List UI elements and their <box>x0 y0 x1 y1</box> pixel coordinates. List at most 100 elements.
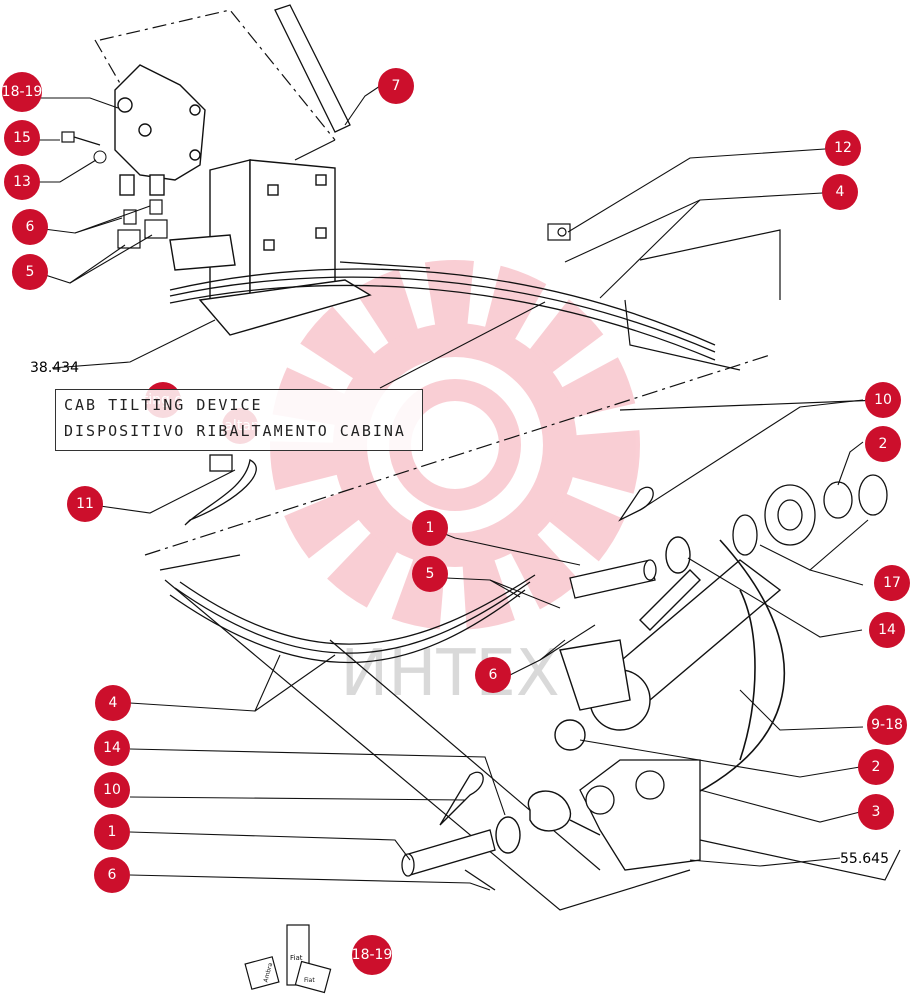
callout-label: 18-19 <box>2 84 43 100</box>
callout-marker-icon <box>94 857 130 893</box>
callout-label: 6 <box>489 667 498 683</box>
callout-4-top: 4 <box>822 174 858 210</box>
cable-eye <box>527 790 601 836</box>
callout-7: 7 <box>378 68 414 104</box>
callout-marker-icon <box>378 68 414 104</box>
hydraulic-pump <box>114 64 206 196</box>
callout-14-right: 14 <box>869 612 905 648</box>
hose-bundle-top <box>169 261 716 361</box>
callout-2-low: 2 <box>858 749 894 785</box>
callout-11: 11 <box>67 486 103 522</box>
callout-marker-icon <box>94 730 130 766</box>
callout-label: 11 <box>76 496 94 512</box>
callout-marker-icon <box>822 174 858 210</box>
callout-label: 12 <box>834 140 852 156</box>
watermark-text: ИНТЕХ <box>340 637 559 711</box>
washer-13 <box>93 150 107 164</box>
callout-label: 2 <box>879 436 888 452</box>
callout-15: 15 <box>4 120 40 156</box>
callout-13: 13 <box>4 164 40 200</box>
rod-7 <box>274 4 351 133</box>
callout-label: 18-19 <box>352 947 393 963</box>
callout-label: 4 <box>836 184 845 200</box>
callout-label: 10 <box>103 782 121 798</box>
bracket-lower <box>579 759 701 871</box>
callout-marker-icon <box>352 935 392 975</box>
callout-label: 17 <box>883 575 901 591</box>
callout-6-low: 6 <box>94 857 130 893</box>
callout-marker-icon <box>4 120 40 156</box>
callout-label: 14 <box>103 740 121 756</box>
callout-marker-icon <box>825 130 861 166</box>
oil-label-3: Fiat <box>304 977 315 984</box>
callout-6-top: 6 <box>12 209 48 245</box>
ref-55645: 55.645 <box>840 851 889 867</box>
callout-1-mid: 1 <box>412 510 448 546</box>
oil-label-2: Fiat <box>290 954 303 962</box>
callout-label: 9-18 <box>871 717 903 733</box>
ref-38434: 38.434 <box>30 360 79 376</box>
callout-label: 4 <box>109 695 118 711</box>
callout-label: 14 <box>878 622 896 638</box>
callout-label: 6 <box>108 867 117 883</box>
leader-lines <box>35 85 869 891</box>
callout-marker-icon <box>867 705 907 745</box>
callout-marker-icon <box>12 254 48 290</box>
callout-4-left: 4 <box>95 685 131 721</box>
oil-container-icon <box>244 924 332 994</box>
oil-label-1: Ambra <box>262 962 274 983</box>
callout-12: 12 <box>825 130 861 166</box>
pin-1-low <box>401 829 496 891</box>
callout-18-19-bottom: 18-19 <box>352 935 393 975</box>
callout-marker-icon <box>412 556 448 592</box>
callout-3: 3 <box>858 794 894 830</box>
clamp-12 <box>547 223 571 241</box>
bolt-15 <box>61 131 101 146</box>
callout-label: 5 <box>26 264 35 280</box>
callout-10-right: 10 <box>865 382 901 418</box>
callout-label: 1 <box>108 824 117 840</box>
callout-label: 15 <box>13 130 31 146</box>
callout-marker-icon <box>865 426 901 462</box>
callout-marker-icon <box>858 794 894 830</box>
callout-label: 7 <box>392 78 401 94</box>
callout-label: 3 <box>872 804 881 820</box>
callout-1-low: 1 <box>94 814 130 850</box>
callout-5-mid: 5 <box>412 556 448 592</box>
callout-6-mid: 6 <box>475 657 511 693</box>
callout-18-19-right: 9-18 <box>867 705 907 745</box>
callout-marker-icon <box>869 612 905 648</box>
callout-marker-icon <box>412 510 448 546</box>
callout-18-19-top: 18-19 <box>2 72 43 112</box>
callout-10-left: 10 <box>94 772 130 808</box>
callout-5-top: 5 <box>12 254 48 290</box>
callout-marker-icon <box>858 749 894 785</box>
pump-bracket <box>169 159 372 336</box>
callout-label: 5 <box>426 566 435 582</box>
callout-label: 2 <box>872 759 881 775</box>
callout-marker-icon <box>12 209 48 245</box>
washer-14 <box>495 536 691 854</box>
caption-box: CAB TILTING DEVICE DISPOSITIVO RIBALTAME… <box>55 389 423 451</box>
pin-1-mid <box>569 559 657 599</box>
callout-marker-icon <box>67 486 103 522</box>
callout-marker-icon <box>4 164 40 200</box>
callout-14-left: 14 <box>94 730 130 766</box>
caption-english: CAB TILTING DEVICE <box>64 396 263 414</box>
bearing-17 <box>732 474 888 556</box>
callout-marker-icon <box>94 814 130 850</box>
callout-17: 17 <box>874 565 910 601</box>
hose-bundle-bottom <box>169 574 536 663</box>
callout-marker-icon <box>475 657 511 693</box>
clip-11 <box>184 454 257 526</box>
callout-label: 6 <box>26 219 35 235</box>
callout-label: 1 <box>426 520 435 536</box>
callout-marker-icon <box>865 382 901 418</box>
callout-marker-icon <box>874 565 910 601</box>
callout-marker-icon <box>95 685 131 721</box>
callout-marker-icon <box>94 772 130 808</box>
callout-label: 13 <box>13 174 31 190</box>
caption-italian: DISPOSITIVO RIBALTAMENTO CABINA <box>64 422 406 440</box>
